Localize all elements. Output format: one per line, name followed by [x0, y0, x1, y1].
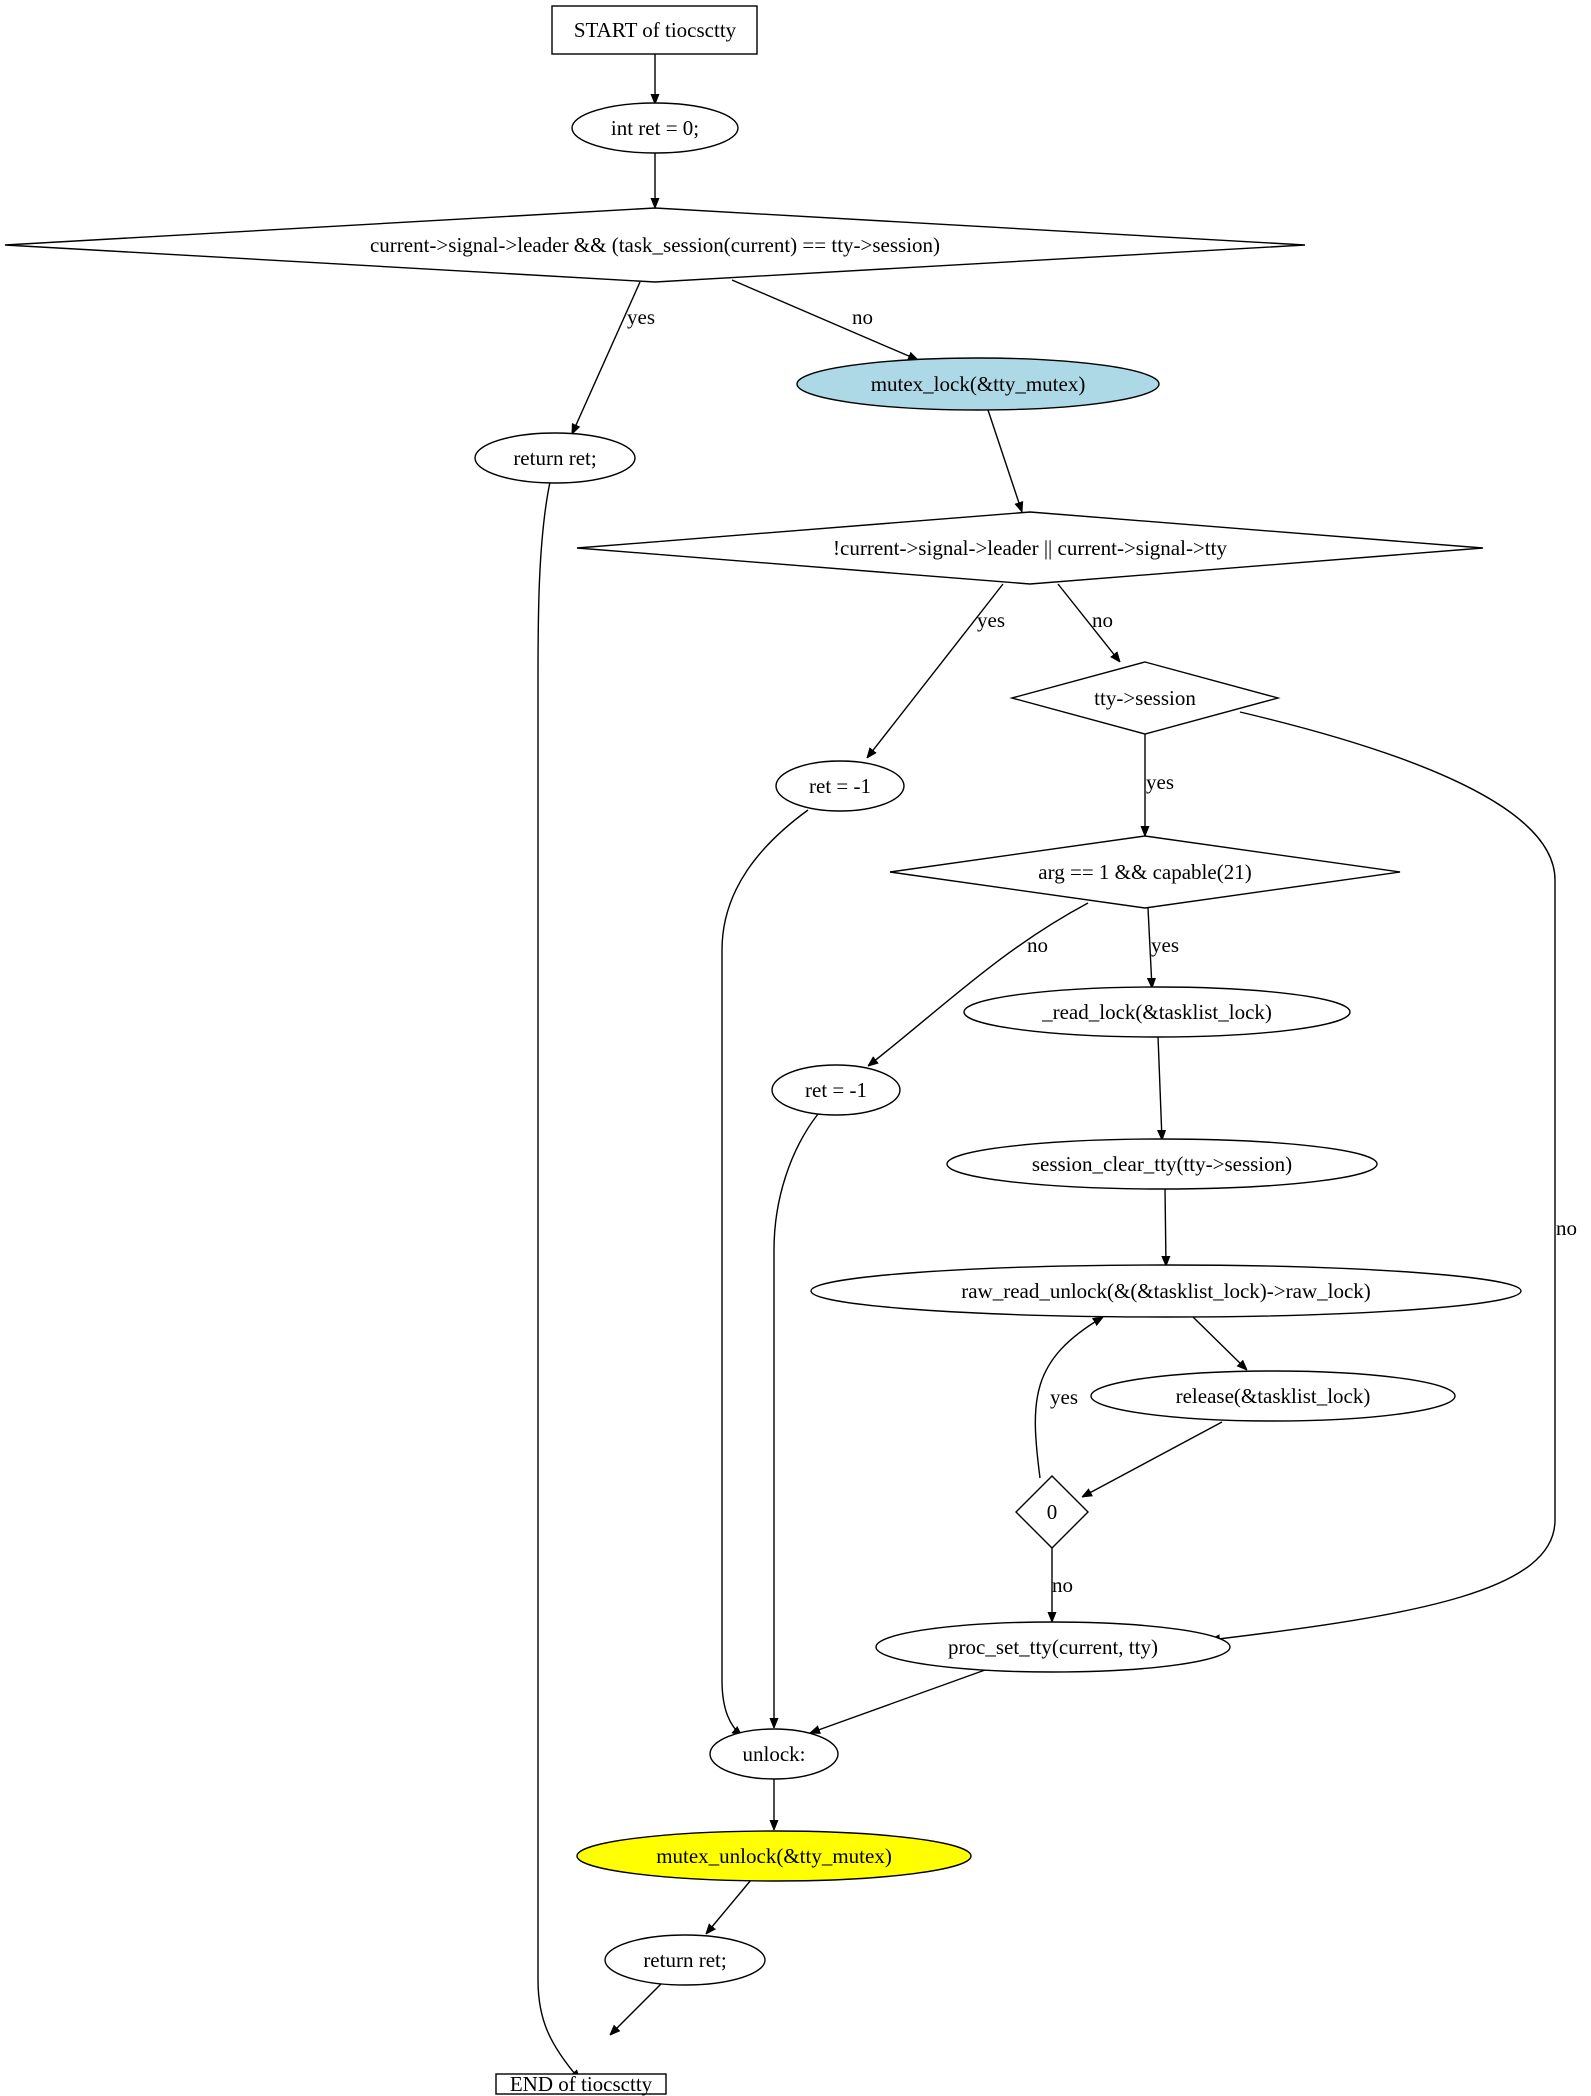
ret-neg1-label-b: ret = -1 [805, 1078, 867, 1102]
edge-release-to-zero [1082, 1421, 1223, 1497]
edge-zero-yes [1034, 1317, 1103, 1479]
read-lock-node: _read_lock(&tasklist_lock) [963, 986, 1351, 1038]
ret-neg1-node-a: ret = -1 [775, 760, 905, 812]
edge-return-to-end [537, 481, 580, 2080]
edge-sessionclear-to-rawunlock [1165, 1187, 1166, 1266]
release-node: release(&tasklist_lock) [1090, 1370, 1456, 1422]
edge-label-no: no [1052, 1573, 1073, 1597]
return-final-label: return ret; [643, 1948, 726, 1972]
end-node: END of tiocsctty [495, 2072, 667, 2096]
start-node: START of tiocsctty [551, 5, 758, 55]
edges [537, 54, 1556, 2080]
mutex-unlock-node: mutex_unlock(&tty_mutex) [576, 1830, 972, 1882]
edge-label-yes: yes [1146, 770, 1174, 794]
condition-arg-capable: arg == 1 && capable(21) [889, 835, 1401, 909]
edge-labels: yes no yes no yes no yes no yes no [627, 305, 1577, 1597]
edge-mutexunlock-to-return [706, 1879, 752, 1934]
unlock-label-text: unlock: [743, 1742, 806, 1766]
edge-cond2-no [1057, 583, 1120, 662]
edge-label-yes: yes [1151, 933, 1179, 957]
return-early-label: return ret; [513, 446, 596, 470]
edge-return-final-to-end [610, 1983, 662, 2035]
edge-ret2-to-unlock [774, 1113, 819, 1728]
session-clear-label: session_clear_tty(tty->session) [1032, 1152, 1292, 1176]
condition-leader-session: current->signal->leader && (task_session… [4, 207, 1306, 283]
edge-lock-to-cond2 [987, 409, 1022, 512]
condition-not-leader-or-tty: !current->signal->leader || current->sig… [576, 511, 1484, 585]
edge-cond1-no [731, 279, 918, 361]
nodes: START of tiocsctty int ret = 0; current-… [4, 5, 1522, 2096]
edge-label-no: no [1027, 933, 1048, 957]
edge-rawunlock-to-release [1191, 1315, 1247, 1370]
init-ret-label: int ret = 0; [611, 116, 699, 140]
proc-set-tty-label: proc_set_tty(current, tty) [948, 1635, 1158, 1659]
edge-cond2-yes [867, 583, 1004, 758]
edge-arg-yes [1148, 907, 1152, 988]
edge-label-no: no [1092, 608, 1113, 632]
edge-ret1-to-unlock [721, 809, 809, 1736]
condition-zero: 0 [1015, 1475, 1089, 1549]
read-lock-label: _read_lock(&tasklist_lock) [1041, 1000, 1272, 1024]
mutex-lock-node: mutex_lock(&tty_mutex) [796, 357, 1160, 411]
condition-tty-session-label: tty->session [1094, 686, 1196, 710]
edge-label-no: no [852, 305, 873, 329]
init-ret-node: int ret = 0; [571, 102, 739, 154]
condition-arg-capable-label: arg == 1 && capable(21) [1038, 860, 1251, 884]
edge-label-no: no [1556, 1216, 1577, 1240]
edge-label-yes: yes [1050, 1385, 1078, 1409]
raw-read-unlock-node: raw_read_unlock(&(&tasklist_lock)->raw_l… [810, 1264, 1522, 1318]
mutex-lock-label: mutex_lock(&tty_mutex) [871, 372, 1086, 396]
condition-tty-session: tty->session [1009, 661, 1281, 735]
edge-cond1-yes [571, 281, 641, 434]
edge-procset-to-unlock [810, 1669, 986, 1733]
end-label: END of tiocsctty [510, 2072, 653, 2096]
ret-neg1-node-b: ret = -1 [771, 1064, 901, 1116]
mutex-unlock-label: mutex_unlock(&tty_mutex) [656, 1844, 892, 1868]
edge-tty-session-no [1210, 711, 1556, 1640]
edge-readlock-to-sessionclear [1158, 1035, 1162, 1140]
session-clear-node: session_clear_tty(tty->session) [946, 1138, 1378, 1190]
return-final-node: return ret; [604, 1934, 766, 1986]
edge-arg-no [868, 902, 1089, 1066]
unlock-label-node: unlock: [709, 1728, 839, 1780]
condition-leader-session-label: current->signal->leader && (task_session… [370, 233, 940, 257]
ret-neg1-label-a: ret = -1 [809, 774, 871, 798]
raw-read-unlock-label: raw_read_unlock(&(&tasklist_lock)->raw_l… [961, 1279, 1371, 1303]
condition-zero-label: 0 [1047, 1500, 1058, 1524]
proc-set-tty-node: proc_set_tty(current, tty) [875, 1621, 1231, 1673]
start-label: START of tiocsctty [574, 18, 737, 42]
return-early-node: return ret; [474, 432, 636, 484]
edge-label-yes: yes [977, 608, 1005, 632]
release-label: release(&tasklist_lock) [1176, 1384, 1371, 1408]
edge-label-yes: yes [627, 305, 655, 329]
condition-not-leader-or-tty-label: !current->signal->leader || current->sig… [833, 536, 1227, 560]
